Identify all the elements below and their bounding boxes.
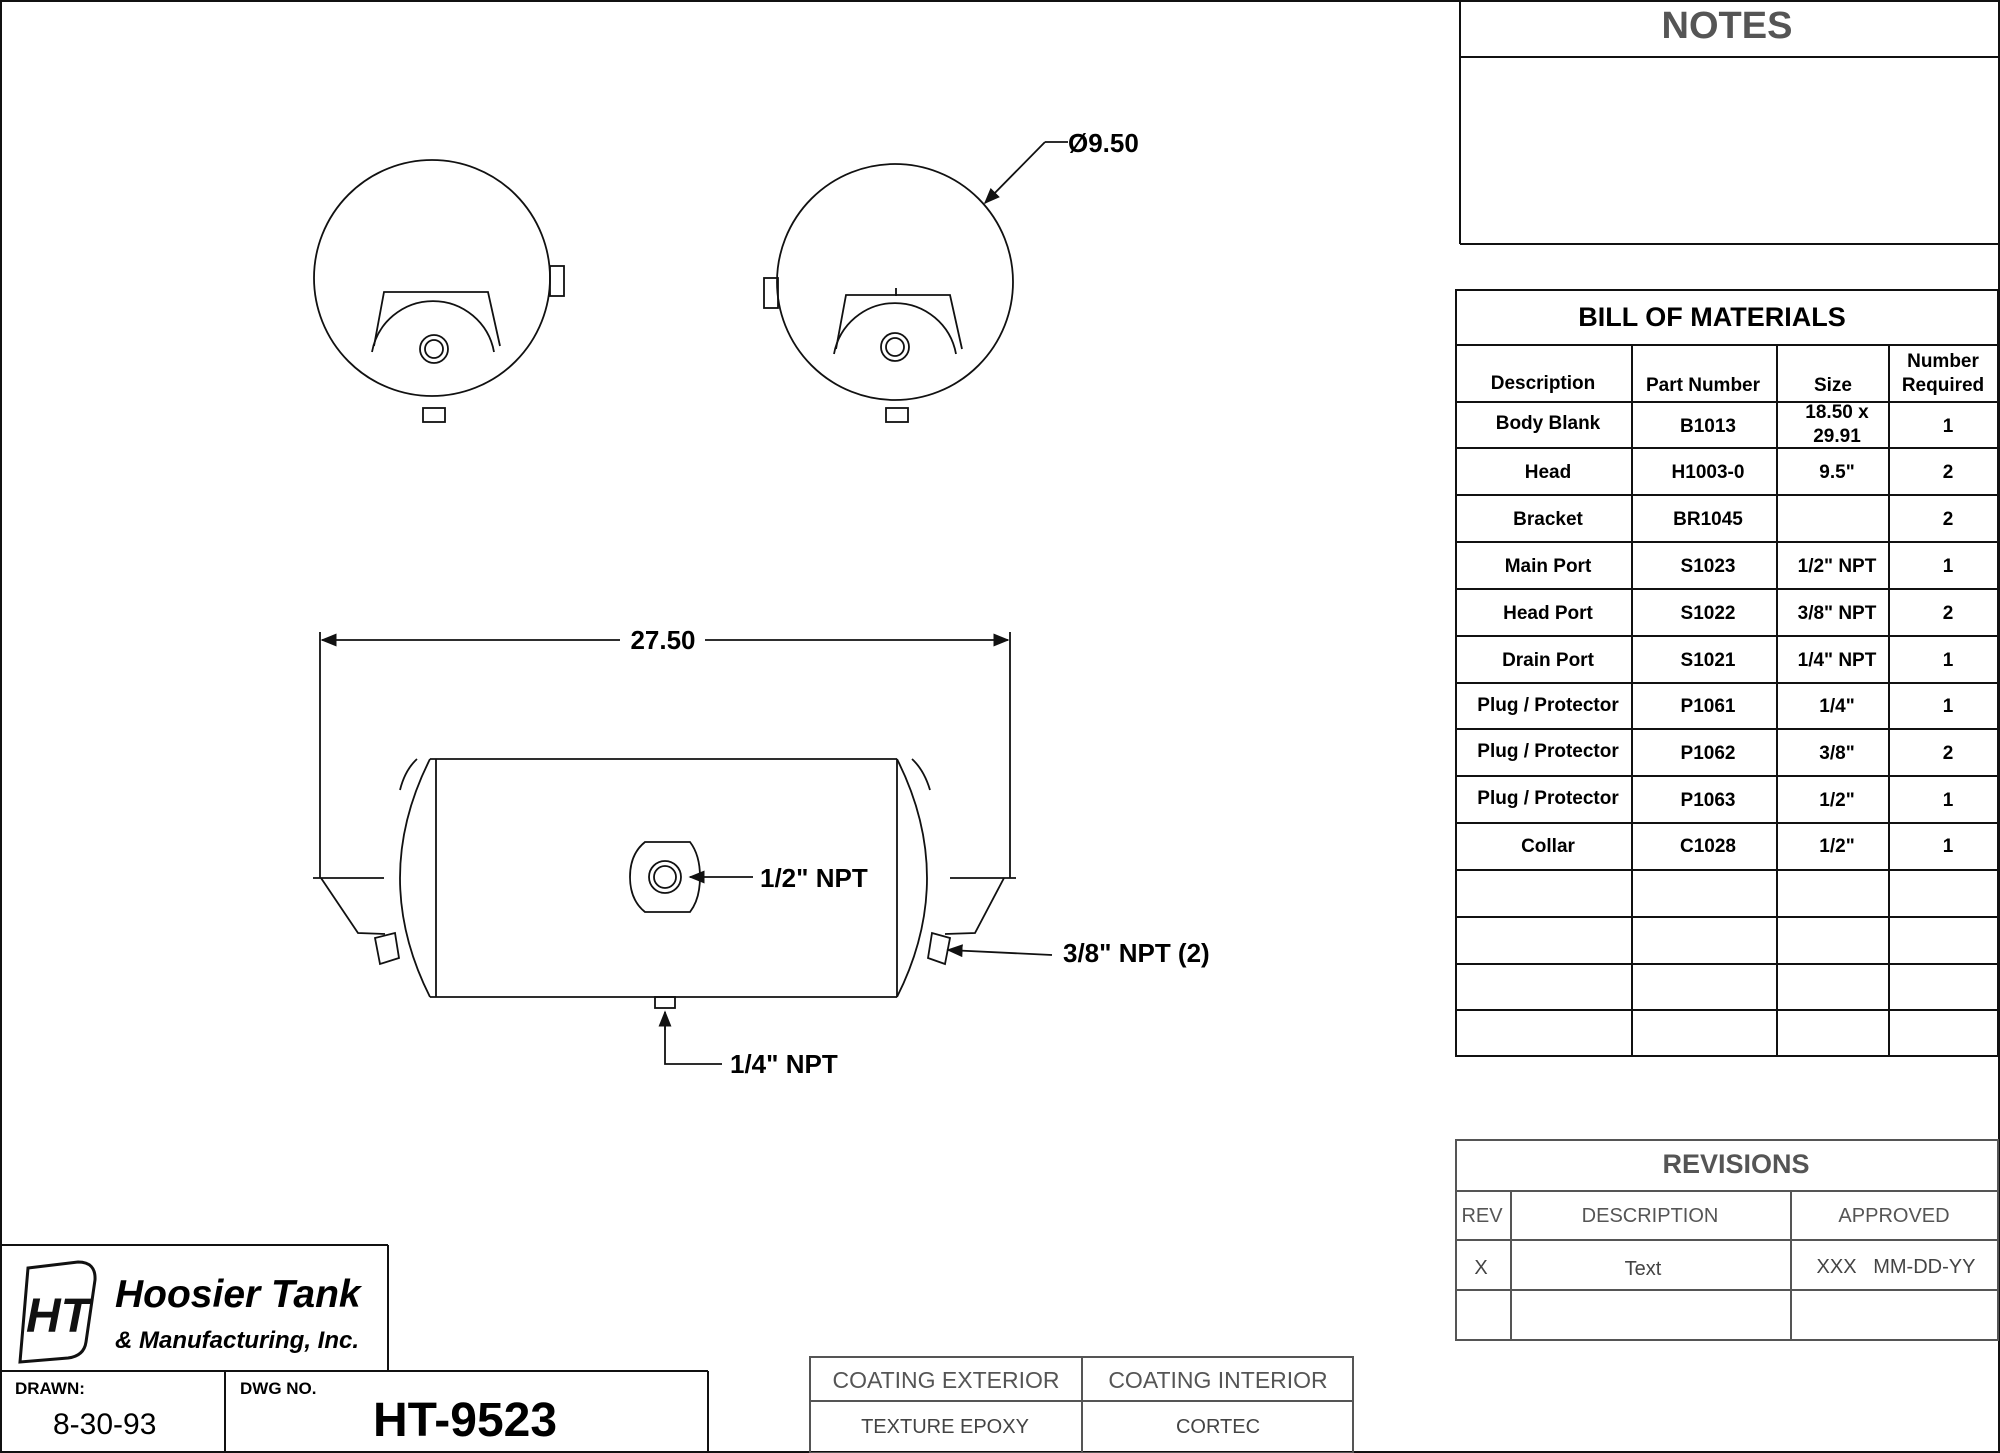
bom-cell-part: B1013: [1680, 416, 1736, 437]
diameter-label: Ø9.50: [1068, 128, 1139, 158]
bom-rows: Body Blank B1013 18.50 x 29.91 1 Head H1…: [1477, 402, 1953, 857]
bom-cell-description: Body Blank: [1496, 413, 1601, 434]
revisions-header: REV DESCRIPTION APPROVED: [1461, 1205, 1949, 1227]
bom-cell-part: BR1045: [1673, 509, 1743, 530]
table-row: Plug / Protector P1061 1/4" 1: [1477, 695, 1953, 717]
revision-cell-rev: X: [1474, 1257, 1487, 1279]
coating-exterior-label: COATING EXTERIOR: [832, 1367, 1059, 1393]
bom-cell-size: 1/4" NPT: [1798, 650, 1877, 671]
bom-cell-qty: 1: [1943, 650, 1954, 671]
bom-cell-part: S1021: [1681, 650, 1736, 671]
revisions-grid: [1455, 1139, 1999, 1341]
bom-cell-qty: 1: [1943, 836, 1954, 857]
bom-cell-part: P1062: [1681, 743, 1736, 764]
company-name-line2: & Manufacturing, Inc.: [115, 1327, 359, 1354]
company-logo: HT: [18, 1260, 97, 1364]
main-port-label: 1/2" NPT: [760, 863, 868, 893]
bom-cell-description: Plug / Protector: [1477, 695, 1619, 716]
table-row: Plug / Protector P1062 3/8" 2: [1477, 741, 1953, 764]
table-row: Main Port S1023 1/2" NPT 1: [1505, 556, 1954, 577]
notes-box: [1459, 0, 2000, 245]
bom-cell-size-line2: 29.91: [1813, 426, 1861, 447]
drawn-label: DRAWN:: [15, 1379, 85, 1398]
bom-cell-part: P1063: [1681, 790, 1736, 811]
bom-cell-size: 1/4": [1819, 696, 1854, 717]
bom-cell-description: Plug / Protector: [1477, 788, 1619, 809]
bom-cell-qty: 1: [1943, 556, 1954, 577]
bom-cell-size: 3/8" NPT: [1798, 603, 1877, 624]
revision-cell-description: Text: [1625, 1258, 1662, 1280]
coating-interior-value: CORTEC: [1176, 1416, 1260, 1438]
bom-title: BILL OF MATERIALS: [1578, 302, 1845, 332]
table-row: Plug / Protector P1063 1/2" 1: [1477, 788, 1953, 811]
table-row: Head Port S1022 3/8" NPT 2: [1503, 603, 1953, 624]
title-block: [224, 1371, 709, 1453]
bom-cell-part: S1023: [1681, 556, 1736, 577]
bom-cell-part: S1022: [1681, 603, 1736, 624]
revisions-header-approved: APPROVED: [1838, 1205, 1949, 1227]
end-view-right: [763, 163, 1014, 423]
revision-cell-approved: XXX MM-DD-YY: [1817, 1256, 1976, 1278]
bom-header-part-number: Part Number: [1646, 375, 1761, 396]
coating-exterior-value: TEXTURE EPOXY: [861, 1416, 1029, 1438]
drain-port-label: 1/4" NPT: [730, 1049, 838, 1079]
bom-cell-qty: 2: [1943, 743, 1954, 764]
bom-cell-description: Main Port: [1505, 556, 1592, 577]
bom-cell-description: Plug / Protector: [1477, 741, 1619, 762]
length-label: 27.50: [630, 625, 695, 655]
bom-header-description: Description: [1491, 373, 1596, 394]
end-view-left: [313, 159, 565, 423]
bom-cell-qty: 2: [1943, 509, 1954, 530]
bom-header-number: Number: [1907, 351, 1979, 372]
bom-header: Description Part Number Size Number Requ…: [1491, 351, 1984, 396]
company-box: [0, 1244, 708, 1372]
bom-cell-size: 1/2" NPT: [1798, 556, 1877, 577]
dwg-no-value: HT-9523: [373, 1394, 557, 1447]
drain-port-leader-line: [664, 1014, 722, 1065]
revisions-header-rev: REV: [1461, 1205, 1503, 1227]
bom-cell-size: 3/8": [1819, 743, 1854, 764]
bom-cell-size: 18.50 x: [1805, 402, 1869, 423]
table-row: Bracket BR1045 2: [1513, 509, 1953, 530]
bom-cell-description: Head: [1525, 462, 1571, 483]
dwg-no-label: DWG NO.: [240, 1379, 317, 1398]
bom-grid: [1455, 289, 1999, 1057]
bom-cell-description: Collar: [1521, 836, 1575, 857]
bom-cell-qty: 2: [1943, 462, 1954, 483]
bom-cell-qty: 1: [1943, 790, 1954, 811]
coating-interior-label: COATING INTERIOR: [1108, 1367, 1327, 1393]
bom-cell-qty: 1: [1943, 696, 1954, 717]
bom-cell-part: H1003-0: [1672, 462, 1745, 483]
bom-cell-part: P1061: [1681, 696, 1736, 717]
bom-cell-qty: 2: [1943, 603, 1954, 624]
diameter-leader: [983, 141, 1068, 205]
table-row: Collar C1028 1/2" 1: [1521, 836, 1954, 857]
bom-cell-qty: 1: [1943, 416, 1954, 437]
notes-title: NOTES: [1662, 5, 1793, 47]
head-port-label: 3/8" NPT (2): [1063, 938, 1210, 968]
head-port-leader: [946, 944, 1053, 958]
bom-cell-part: C1028: [1680, 836, 1736, 857]
bom-cell-size: 1/2": [1819, 790, 1854, 811]
bom-header-required: Required: [1902, 375, 1984, 396]
side-view: [313, 632, 1016, 1009]
table-row: Body Blank B1013 18.50 x 29.91 1: [1496, 402, 1954, 447]
company-name-line1: Hoosier Tank: [115, 1273, 363, 1316]
logo-letters: HT: [26, 1290, 94, 1343]
bom-header-size: Size: [1814, 375, 1852, 396]
bom-cell-description: Bracket: [1513, 509, 1583, 530]
table-row: X Text XXX MM-DD-YY: [1474, 1256, 1975, 1280]
revisions-title: REVISIONS: [1662, 1149, 1809, 1179]
revisions-header-description: DESCRIPTION: [1582, 1205, 1719, 1227]
table-row: Head H1003-0 9.5" 2: [1525, 462, 1954, 483]
table-row: Drain Port S1021 1/4" NPT 1: [1502, 650, 1954, 671]
bom-cell-description: Head Port: [1503, 603, 1593, 624]
drawn-value: 8-30-93: [53, 1408, 156, 1441]
bom-cell-size: 1/2": [1819, 836, 1854, 857]
bom-cell-size: 9.5": [1819, 462, 1854, 483]
bom-cell-description: Drain Port: [1502, 650, 1595, 671]
coating-box: [809, 1356, 1354, 1453]
